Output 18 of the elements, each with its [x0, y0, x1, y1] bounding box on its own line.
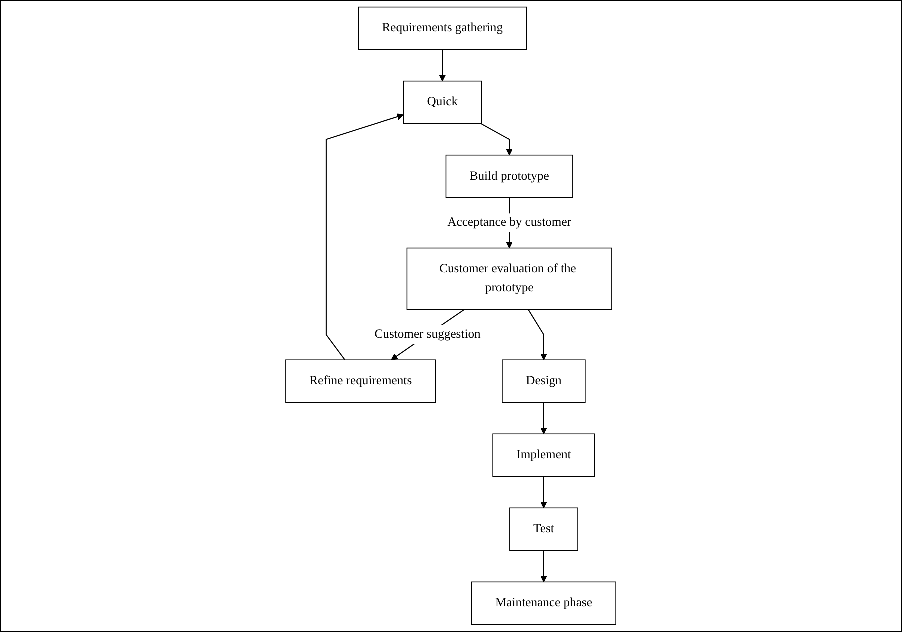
edge-label: Acceptance by customer: [448, 216, 572, 230]
arrow: [540, 476, 548, 508]
node-box: Design: [502, 360, 586, 404]
arrow: [540, 402, 548, 434]
arrow: [540, 550, 548, 582]
node-box: Refine requirements: [286, 360, 436, 404]
node-box: Quick: [403, 80, 482, 124]
node-box: Maintenance phase: [472, 582, 616, 626]
node-box: Customer evaluation of the prototype: [406, 248, 612, 310]
arrow: [528, 309, 548, 360]
node-box: Implement: [492, 434, 596, 478]
node-box: Requirements gathering: [358, 6, 528, 50]
edge-label: Customer suggestion: [374, 328, 481, 342]
node-box: Build prototype: [446, 154, 574, 198]
arrow: [439, 50, 446, 82]
node-box: Test: [510, 508, 578, 552]
arrow: [326, 114, 404, 360]
arrow: [480, 123, 514, 156]
